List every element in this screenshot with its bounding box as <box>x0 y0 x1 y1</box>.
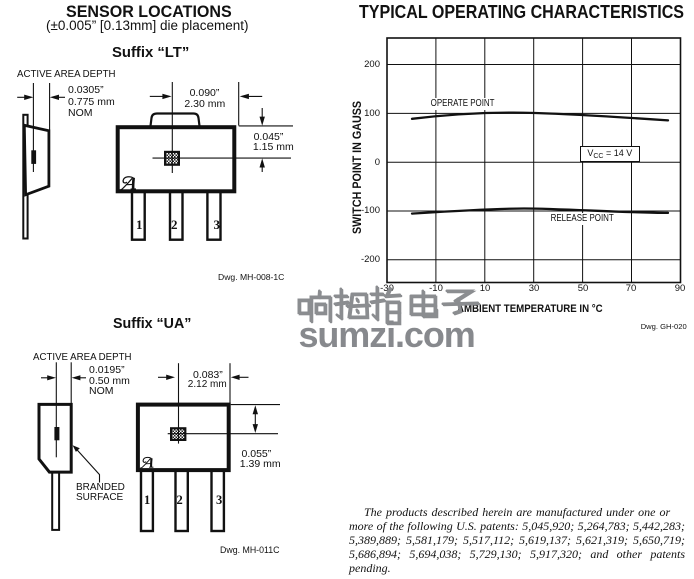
svg-text:sumzi.com: sumzi.com <box>299 314 475 355</box>
